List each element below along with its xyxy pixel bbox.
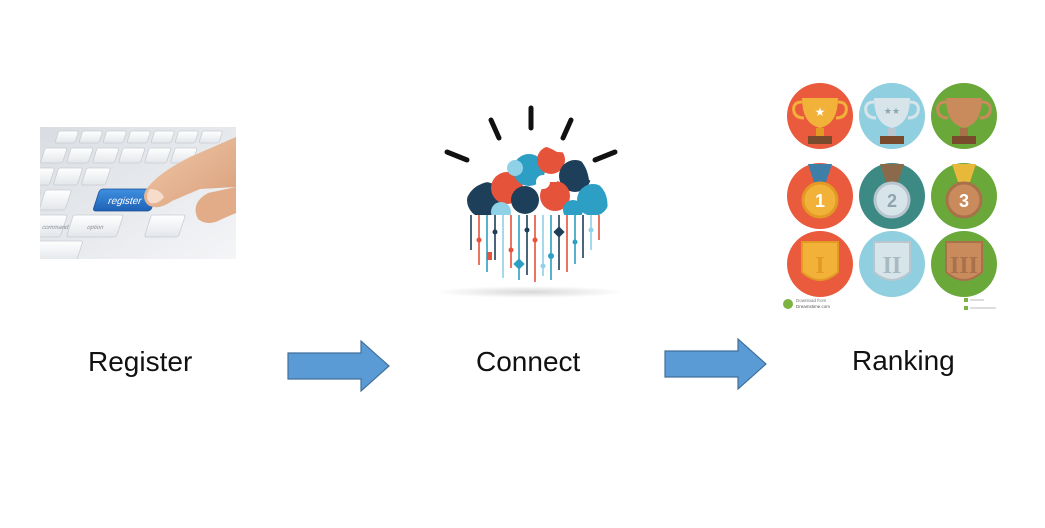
medal-gold-icon: 1 xyxy=(787,163,853,229)
step-label-ranking: Ranking xyxy=(852,345,955,376)
medal-bronze-icon: 3 xyxy=(931,163,997,229)
shield-numeral-2: II xyxy=(883,253,902,279)
ranking-image: ★ ★★ 1 2 xyxy=(778,76,1004,316)
option-key-label: option xyxy=(86,224,105,231)
step-label-connect: Connect xyxy=(476,346,581,377)
shield-numeral-3: III xyxy=(950,253,978,279)
medal-number-2: 2 xyxy=(887,191,897,211)
trophy-bronze-icon xyxy=(931,83,997,149)
shield-bronze-icon: III xyxy=(931,231,997,297)
shield-silver-icon: II xyxy=(859,231,925,297)
register-image: register command option xyxy=(40,127,236,259)
shield-gold-icon: I xyxy=(787,231,853,297)
watermark: Download from Dreamstime.com xyxy=(783,298,996,310)
medal-number-1: 1 xyxy=(815,191,825,211)
shield-numeral-1: I xyxy=(815,253,824,279)
watermark-title: Download from xyxy=(796,298,827,303)
medal-silver-icon: 2 xyxy=(859,163,925,229)
svg-text:★: ★ xyxy=(815,105,826,119)
command-key-label: command xyxy=(41,224,70,231)
medal-number-3: 3 xyxy=(959,191,969,211)
svg-text:★★: ★★ xyxy=(884,107,900,117)
arrow-right-icon xyxy=(287,340,391,392)
register-key-label: register xyxy=(106,196,143,207)
arrow-right-icon xyxy=(664,338,768,390)
connect-image xyxy=(425,100,635,300)
watermark-site: Dreamstime.com xyxy=(796,304,830,309)
step-label-register: Register xyxy=(88,346,193,377)
trophy-silver-icon: ★★ xyxy=(859,83,925,149)
trophy-gold-icon: ★ xyxy=(787,83,853,149)
